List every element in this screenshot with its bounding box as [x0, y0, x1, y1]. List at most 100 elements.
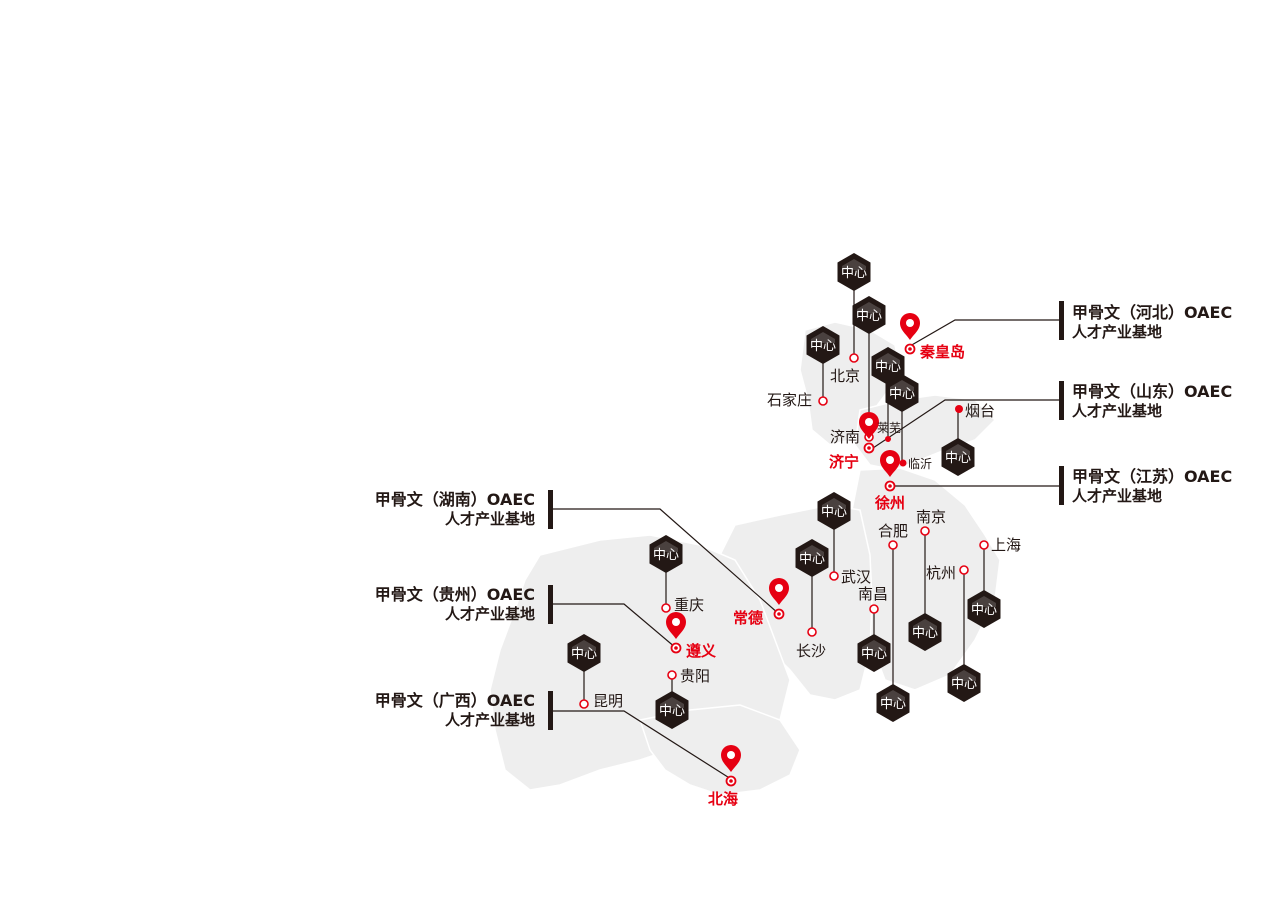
- dot-hangzhou: [959, 565, 969, 575]
- base-label-jining: 济宁: [829, 453, 859, 471]
- hub-shine: [881, 690, 905, 701]
- dot-linyi: [899, 459, 907, 467]
- location-pin-icon: [859, 412, 879, 454]
- hub-hexagon: [567, 634, 601, 672]
- hub-hexagon: [941, 438, 975, 476]
- leader-guangxi: [553, 710, 732, 780]
- hub-hexagon: [795, 539, 829, 577]
- hub-label: 中心: [912, 626, 938, 641]
- pin-hole: [906, 319, 914, 327]
- legend-hunan-line1: 甲骨文（湖南）OAEC: [375, 490, 535, 509]
- dot-beijing: [849, 353, 859, 363]
- hub-shine: [913, 619, 937, 630]
- hub-icon: 中心: [837, 253, 871, 291]
- hub-hexagon: [871, 347, 905, 385]
- base-label-qinhuangdao: 秦皇岛: [919, 343, 965, 361]
- hub-label: 中心: [861, 647, 887, 662]
- leader-guizhou: [553, 603, 677, 649]
- label-shanghai: 上海: [991, 536, 1021, 554]
- hub-icon: 中心: [885, 374, 919, 412]
- hub-label: 中心: [875, 360, 901, 375]
- city-labels: 北京 石家庄 济南 莱芜 临沂 烟台 南京 合肥 上海 杭州 武汉 南昌 长沙 …: [593, 367, 1021, 710]
- hub-shine: [842, 259, 866, 270]
- hub-shine: [876, 353, 900, 364]
- leader-hunan: [553, 508, 780, 615]
- hub-shine: [862, 640, 886, 651]
- hub-hexagon: [649, 535, 683, 573]
- hub-label: 中心: [821, 505, 847, 520]
- hub-hexagon: [885, 374, 919, 412]
- label-nanchang: 南昌: [858, 585, 888, 603]
- hub-icon: 中心: [806, 326, 840, 364]
- hub-hexagon: [837, 253, 871, 291]
- base-label-changde: 常德: [733, 609, 763, 627]
- dot-shijiazhuang: [818, 396, 828, 406]
- hub-icon: 中心: [852, 296, 886, 334]
- dot-laiwu: [885, 436, 891, 442]
- hub-icon: 中心: [567, 634, 601, 672]
- label-shijiazhuang: 石家庄: [767, 391, 812, 409]
- label-changsha: 长沙: [796, 642, 826, 660]
- hub-icon: 中心: [947, 664, 981, 702]
- hub-shine: [660, 697, 684, 708]
- hub-hexagon: [817, 492, 851, 530]
- legend-bar-hunan: [548, 490, 553, 529]
- hub-label: 中心: [799, 552, 825, 567]
- dot-yantai: [955, 405, 963, 413]
- legend-right: 甲骨文（河北）OAEC 人才产业基地 甲骨文（山东）OAEC 人才产业基地 甲骨…: [1059, 301, 1232, 505]
- location-pin-icon: [769, 578, 789, 620]
- hub-icon: 中心: [857, 634, 891, 672]
- label-beijing: 北京: [830, 367, 860, 385]
- base-pins: [666, 313, 920, 787]
- legend-leaders: [553, 319, 1060, 780]
- hub-label: 中心: [880, 697, 906, 712]
- hub-hexagon: [947, 664, 981, 702]
- hub-label: 中心: [841, 266, 867, 281]
- legend-hunan-line2: 人才产业基地: [445, 510, 535, 528]
- label-wuhan: 武汉: [841, 568, 871, 586]
- pin-hole: [775, 584, 783, 592]
- pin-base-core: [888, 484, 892, 488]
- legend-guizhou-line2: 人才产业基地: [445, 605, 535, 623]
- pin-hole: [886, 456, 894, 464]
- hub-shine: [890, 380, 914, 391]
- hub-label: 中心: [856, 309, 882, 324]
- label-yantai: 烟台: [965, 402, 995, 420]
- legend-hebei-line2: 人才产业基地: [1072, 323, 1162, 341]
- leader-shandong: [869, 399, 1060, 451]
- hub-icon: 中心: [649, 535, 683, 573]
- hub-icon: 中心: [817, 492, 851, 530]
- hub-icon: 中心: [655, 691, 689, 729]
- hub-hexagon: [876, 684, 910, 722]
- hub-shine: [572, 640, 596, 651]
- legend-left: 甲骨文（湖南）OAEC 人才产业基地 甲骨文（贵州）OAEC 人才产业基地 甲骨…: [375, 490, 553, 730]
- hub-shine: [811, 332, 835, 343]
- hub-shine: [952, 670, 976, 681]
- city-dots: [579, 353, 989, 709]
- legend-jiangsu-line1: 甲骨文（江苏）OAEC: [1072, 467, 1232, 486]
- hub-icon: 中心: [871, 347, 905, 385]
- label-chongqing: 重庆: [674, 596, 704, 614]
- legend-hebei-line1: 甲骨文（河北）OAEC: [1072, 303, 1232, 322]
- hub-label: 中心: [951, 677, 977, 692]
- hub-shine: [654, 541, 678, 552]
- dot-wuhan: [829, 571, 839, 581]
- hub-label: 中心: [810, 339, 836, 354]
- hub-icon: 中心: [908, 613, 942, 651]
- label-nanjing: 南京: [916, 508, 946, 526]
- leader-hebei: [909, 319, 1060, 347]
- hub-label: 中心: [653, 548, 679, 563]
- legend-guangxi-line1: 甲骨文（广西）OAEC: [375, 691, 535, 710]
- legend-bar-shandong: [1059, 381, 1064, 420]
- location-pin-icon: [666, 612, 686, 654]
- location-pin-icon: [721, 745, 741, 787]
- pin-base-core: [777, 612, 781, 616]
- label-guiyang: 贵阳: [680, 667, 710, 685]
- legend-bar-guizhou: [548, 585, 553, 624]
- legend-jiangsu-line2: 人才产业基地: [1072, 487, 1162, 505]
- pin-hole: [727, 751, 735, 759]
- region-guangxi: [639, 704, 801, 796]
